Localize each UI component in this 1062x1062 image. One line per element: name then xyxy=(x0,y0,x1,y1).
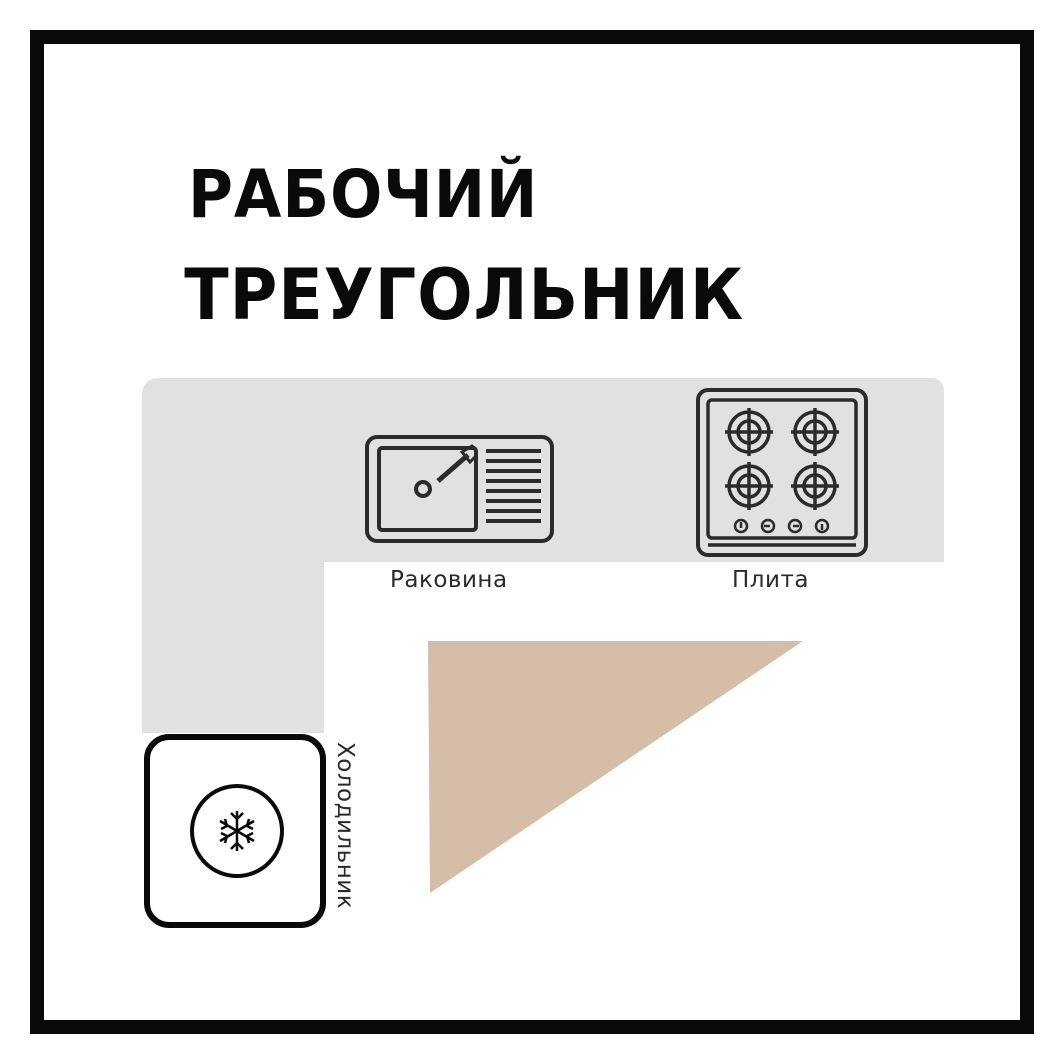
stove-label: Плита xyxy=(732,567,809,593)
sink-label: Раковина xyxy=(390,567,508,593)
sink-icon xyxy=(365,435,554,543)
burner-icon xyxy=(791,408,839,456)
title-line-1: РАБОЧИЙ xyxy=(188,156,539,233)
burner-icon xyxy=(725,408,773,456)
page-title: РАБОЧИЙ ТРЕУГОЛЬНИК xyxy=(184,145,744,345)
title-line-2: ТРЕУГОЛЬНИК xyxy=(184,254,744,336)
fridge-label: Холодильник xyxy=(332,742,358,910)
fridge-icon xyxy=(144,734,326,928)
stove-icon xyxy=(696,388,868,557)
burner-icon xyxy=(725,462,773,510)
burner-icon xyxy=(791,462,839,510)
snowflake-icon xyxy=(219,811,255,851)
knob-icon xyxy=(733,518,830,534)
work-triangle xyxy=(428,641,803,893)
